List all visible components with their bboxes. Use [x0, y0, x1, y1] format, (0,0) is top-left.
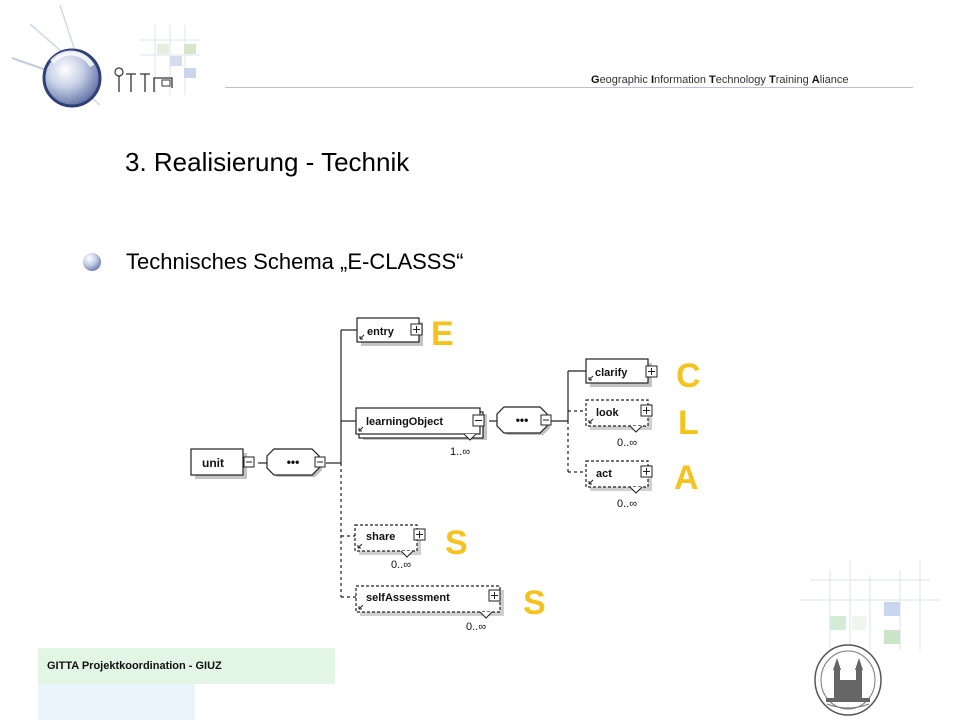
- svg-text:learningObject: learningObject: [366, 416, 443, 428]
- svg-text:•••: •••: [516, 413, 529, 427]
- schema-optional-connectors: [340, 410, 586, 598]
- svg-text:0..∞: 0..∞: [466, 621, 486, 633]
- svg-text:0..∞: 0..∞: [617, 498, 637, 510]
- svg-text:unit: unit: [202, 456, 224, 470]
- footer-band-lower: [38, 684, 195, 720]
- slide-title: 3. Realisierung - Technik: [125, 147, 410, 177]
- footer-band: [38, 648, 335, 684]
- svg-text:selfAssessment: selfAssessment: [366, 592, 450, 604]
- schema-node-clarify: clarify: [585, 358, 658, 387]
- svg-text:clarify: clarify: [595, 367, 628, 379]
- bullet-text: Technisches Schema „E-CLASSS“: [126, 249, 464, 274]
- svg-text:entry: entry: [367, 326, 395, 338]
- schema-connectors: [258, 329, 586, 464]
- svg-text:share: share: [366, 531, 395, 543]
- decorative-grid: [800, 560, 940, 650]
- schema-node-entry: entry: [356, 317, 423, 346]
- svg-text:look: look: [596, 407, 619, 419]
- schema-letter-c: C: [676, 357, 701, 395]
- svg-text:0..∞: 0..∞: [617, 437, 637, 449]
- svg-text:act: act: [596, 468, 612, 480]
- schema-node-share: share 0..∞: [354, 524, 426, 571]
- schema-node-look: look 0..∞: [585, 399, 653, 449]
- schema-sequence-root: •••: [266, 448, 326, 477]
- schema-letter-s-selfassessment: S: [523, 584, 546, 622]
- schema-node-unit: unit: [190, 448, 255, 479]
- svg-text:0..∞: 0..∞: [391, 559, 411, 571]
- schema-letter-s-share: S: [445, 524, 468, 562]
- schema-node-selfassessment: selfAssessment 0..∞: [355, 585, 504, 633]
- gitta-logo: [11, 4, 200, 108]
- svg-text:1..∞: 1..∞: [450, 446, 470, 458]
- university-seal-icon: [814, 644, 882, 716]
- xml-schema-diagram: unit ••• entry E learningObject 1..∞ •••: [190, 315, 701, 633]
- tagline: Geographic Information Technology Traini…: [591, 74, 849, 86]
- schema-node-learningobject: learningObject 1..∞: [355, 407, 487, 458]
- schema-sequence-learningobject: •••: [496, 406, 552, 435]
- schema-letter-l: L: [678, 404, 699, 442]
- schema-node-act: act 0..∞: [585, 460, 653, 510]
- schema-letter-e: E: [431, 315, 454, 353]
- schema-letter-a: A: [674, 459, 699, 497]
- footer-text: GITTA Projektkoordination - GIUZ: [47, 660, 222, 672]
- header-divider: [225, 87, 913, 88]
- bullet-sphere-icon: [83, 253, 101, 271]
- svg-text:•••: •••: [287, 455, 300, 469]
